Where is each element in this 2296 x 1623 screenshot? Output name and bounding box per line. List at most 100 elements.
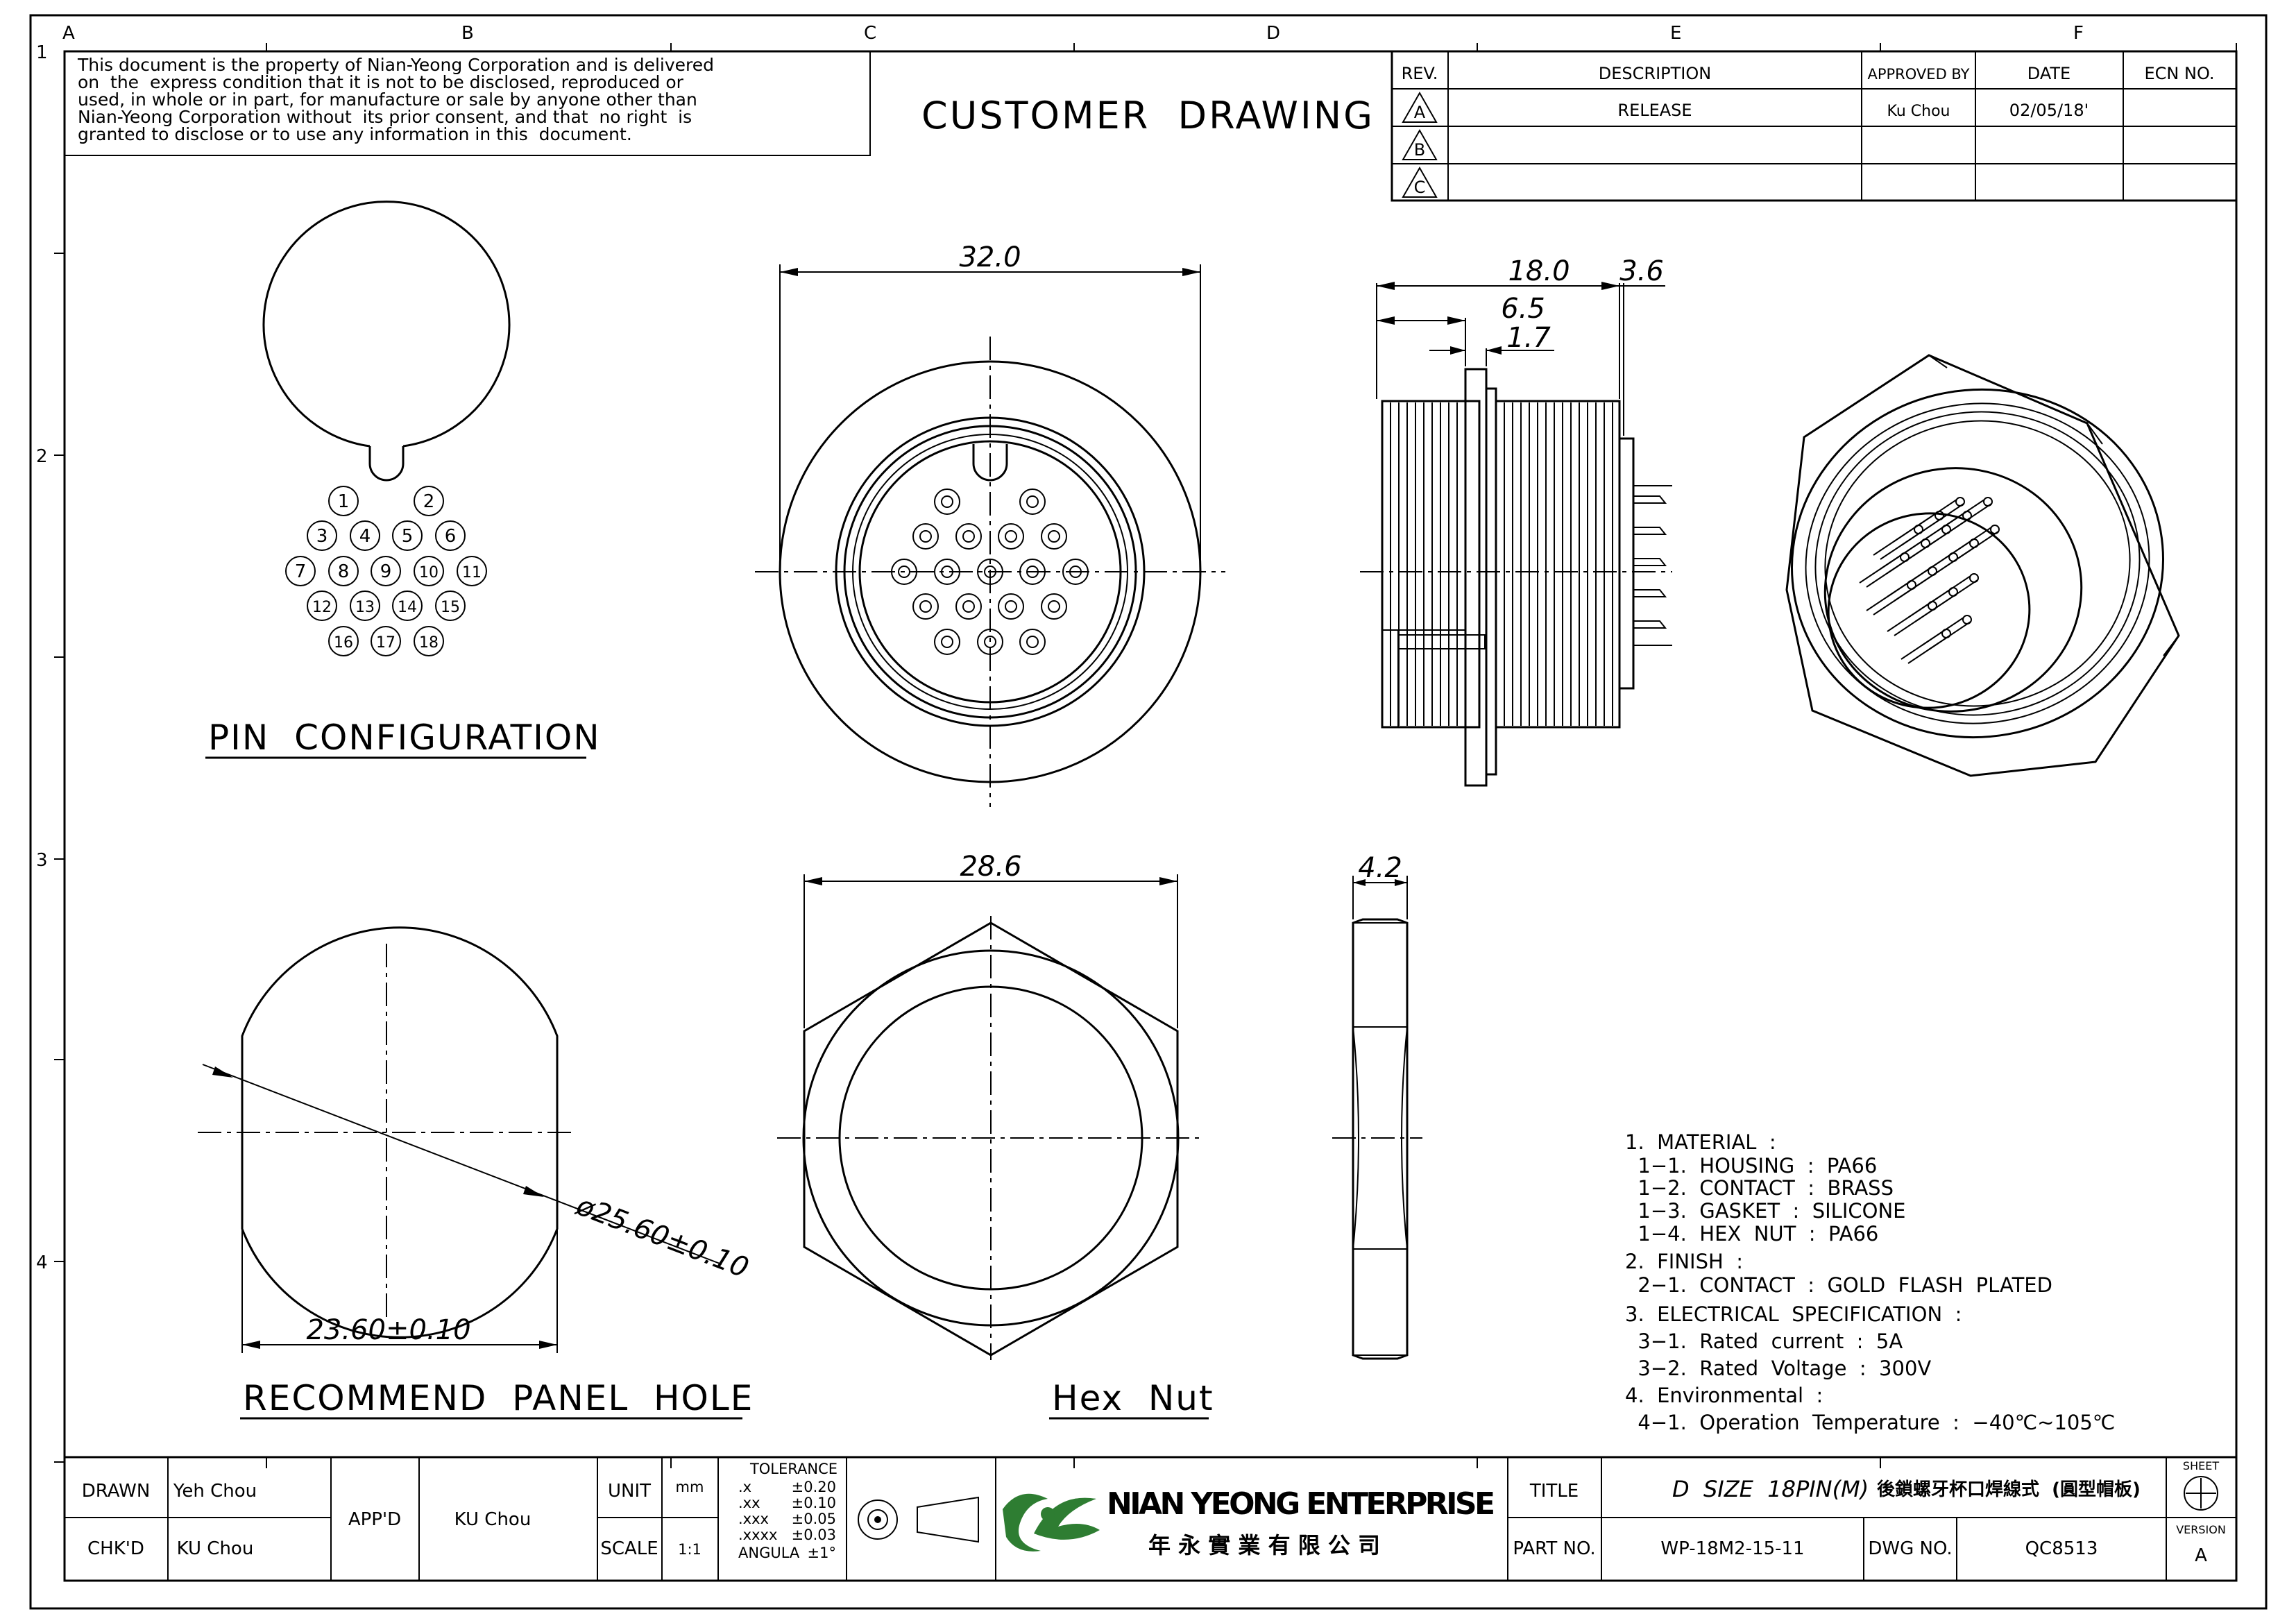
front-contact <box>955 593 982 620</box>
pin-number: 6 <box>445 526 457 547</box>
dim-side-total: 18.0 <box>1508 255 1570 287</box>
solder-terminal <box>1633 558 1667 566</box>
pin-circle <box>307 520 337 551</box>
tb-tol-val: ±1° <box>808 1545 836 1561</box>
specification-notes: 1. MATERIAL : 1−1. HOUSING : PA66 1−2. C… <box>1625 1130 2115 1434</box>
panel-hole-label: RECOMMEND PANEL HOLE <box>243 1378 754 1418</box>
hex-nut-view: 28.6 Hex Nut <box>777 851 1213 1420</box>
front-contact <box>891 559 917 585</box>
pin-circle <box>414 486 444 516</box>
third-angle-projection-icon <box>858 1496 979 1543</box>
iso-pin <box>1928 575 1971 604</box>
front-contact-core <box>962 530 975 543</box>
pin-number: 10 <box>419 564 439 581</box>
sheet-indicator-icon <box>2184 1476 2218 1511</box>
tb-tol-val: ±0.20 <box>792 1479 836 1495</box>
notice-line: used, in whole or in part, for manufactu… <box>78 90 697 110</box>
front-contact-core <box>941 495 953 508</box>
pin-number: 3 <box>316 526 328 547</box>
rev-header-date: DATE <box>2027 64 2070 83</box>
rev-cell-date: 02/05/18' <box>2009 101 2089 120</box>
rev-cell-rev: B <box>1414 140 1425 160</box>
pin-circle <box>350 520 380 551</box>
tb-chkd-label: CHK'D <box>87 1538 144 1559</box>
front-contact <box>912 523 939 550</box>
zone-label-c: C <box>864 23 876 44</box>
notice-line: granted to disclose or to use any inform… <box>78 124 632 144</box>
solder-terminal <box>1633 485 1672 646</box>
note-line: 1−1. HOUSING : PA66 <box>1625 1154 1877 1178</box>
tb-appd-label: APP'D <box>348 1509 401 1530</box>
iso-pin-layer <box>1859 497 2000 664</box>
front-contact <box>934 629 960 655</box>
tb-part-label: PART NO. <box>1513 1538 1595 1559</box>
rev-header-approved: APPROVED BY <box>1867 66 1969 83</box>
pin-circle <box>350 590 380 621</box>
pin-circle <box>435 590 466 621</box>
zone-label-2: 2 <box>36 446 48 467</box>
front-contact <box>1041 523 1067 550</box>
front-contact-core <box>1026 566 1039 578</box>
drawing-title: CUSTOMER DRAWING <box>921 94 1375 137</box>
front-contact-core <box>1026 636 1039 648</box>
note-line: 4−1. Operation Temperature : −40℃~105℃ <box>1625 1411 2115 1434</box>
note-line: 1−2. CONTACT : BRASS <box>1625 1176 1894 1200</box>
front-contact-core <box>984 636 996 648</box>
note-line: 3−1. Rated current : 5A <box>1625 1329 1903 1353</box>
front-contact-core <box>919 600 932 613</box>
rev-header-rev: REV. <box>1402 64 1438 83</box>
tb-version-label: VERSION <box>2176 1523 2226 1536</box>
pin-number: 5 <box>402 526 414 547</box>
tb-tol-val: ±0.10 <box>792 1495 836 1511</box>
note-line: 2−1. CONTACT : GOLD FLASH PLATED <box>1625 1273 2052 1297</box>
tb-company-en: NIAN YEONG ENTERPRISE <box>1107 1486 1495 1522</box>
notice-line: on the express condition that it is not … <box>78 72 684 92</box>
company-logo-icon <box>1003 1493 1100 1552</box>
front-contact-core <box>1026 495 1039 508</box>
zone-label-e: E <box>1670 23 1681 44</box>
pin-number: 16 <box>334 634 353 652</box>
solder-terminal <box>1633 620 1667 629</box>
notice-line: This document is the property of Nian-Ye… <box>77 55 714 75</box>
front-contact-core <box>941 636 953 648</box>
tb-drawn-value: Yeh Chou <box>173 1481 257 1502</box>
dim-side-flange: 1.7 <box>1506 322 1551 354</box>
notice-line: Nian-Yeong Corporation without its prior… <box>78 107 692 127</box>
iso-pin <box>1921 503 1964 532</box>
tb-tol-key: .x <box>738 1479 751 1495</box>
tb-sheet-label: SHEET <box>2183 1459 2219 1472</box>
pin-circle <box>328 556 359 586</box>
dim-hex-thickness: 4.2 <box>1358 852 1402 884</box>
pin-circle <box>392 590 423 621</box>
front-contact <box>934 559 960 585</box>
dim-side-rear: 3.6 <box>1619 255 1664 287</box>
pin-circle <box>392 520 423 551</box>
pin-configuration-label: PIN CONFIGURATION <box>208 717 601 758</box>
connector-side-view: 18.0 3.6 6.5 1.7 <box>1360 255 1672 787</box>
zone-label-3: 3 <box>36 850 48 871</box>
pin-number: 18 <box>419 634 439 652</box>
pin-circle <box>457 556 487 586</box>
tb-title-cn: 後鎖螺牙杯口焊線式 (圓型帽板) <box>1877 1479 2141 1500</box>
pin-number: 4 <box>359 526 371 547</box>
pin-circle <box>307 590 337 621</box>
terminal-layer <box>1633 485 1672 646</box>
tb-tol-key: .xxxx <box>738 1527 777 1543</box>
tb-title-value: D SIZE 18PIN(M) <box>1672 1476 1869 1502</box>
tb-scale-value: 1:1 <box>678 1541 701 1558</box>
dim-panel-flat: 23.60±0.10 <box>306 1314 470 1346</box>
front-contact-core <box>1005 530 1017 543</box>
note-line: 1. MATERIAL : <box>1625 1130 1776 1154</box>
iso-pin <box>1921 617 1964 646</box>
pin-circle <box>371 626 401 656</box>
iso-pin <box>1914 499 1957 528</box>
tb-scale-label: SCALE <box>600 1538 658 1559</box>
front-contact <box>977 629 1003 655</box>
front-contact <box>1019 559 1046 585</box>
front-contact <box>912 593 939 620</box>
front-contact <box>1019 488 1046 515</box>
front-contact <box>977 559 1003 585</box>
solder-terminal <box>1633 495 1667 504</box>
front-contact <box>1062 559 1089 585</box>
